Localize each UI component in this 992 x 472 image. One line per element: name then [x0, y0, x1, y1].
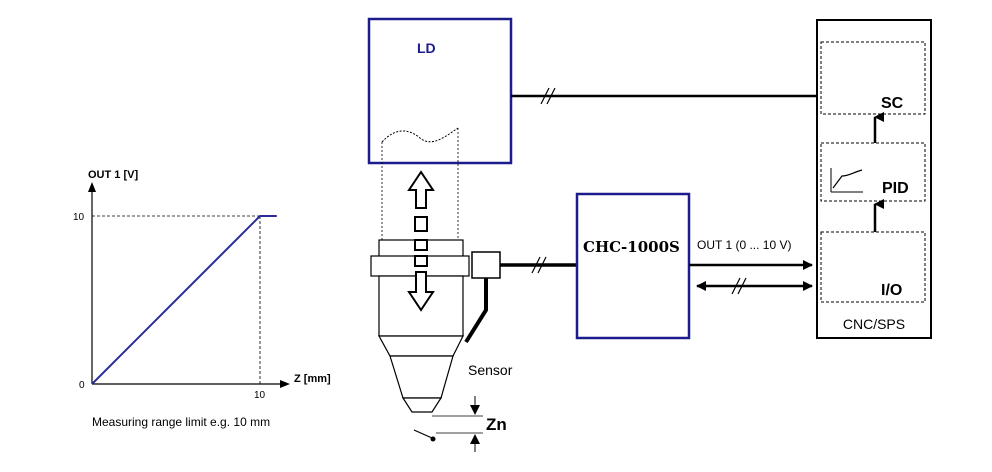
pid-response-icon [830, 168, 863, 193]
pid-block [820, 142, 926, 202]
io-break-2 [737, 277, 747, 295]
workpiece-dot [430, 436, 436, 442]
sensor-nozzle [389, 355, 454, 399]
ld-link-break-1 [540, 87, 550, 105]
down-arrow-icon [407, 271, 435, 312]
sensor-label: Sensor [468, 362, 513, 378]
x-axis-arrow [280, 380, 290, 388]
ld-label: LD [417, 40, 436, 56]
sc-block [820, 41, 926, 115]
cable-break-1 [531, 256, 541, 274]
sensor-shoulder [377, 335, 464, 357]
up-arrow-icon [407, 170, 435, 209]
beam-wave [381, 127, 459, 143]
controller-unit: CHC-1000S [575, 192, 691, 340]
controller-box [575, 192, 691, 340]
controller-label: CHC-1000S [583, 238, 680, 256]
cnc-title: CNC/SPS [843, 316, 905, 332]
x-axis-label: Z [mm] [294, 373, 331, 385]
ld-link-break-2 [546, 87, 556, 105]
arrow-segment-1 [414, 216, 428, 232]
arrow-segment-3 [414, 255, 428, 267]
cnc-box [816, 19, 932, 339]
io-break-1 [731, 277, 741, 295]
cable-break-2 [537, 256, 547, 274]
characteristic-chart: OUT 1 [V] Z [mm] 0 10 10 Measuring range… [73, 169, 331, 429]
y-tick-10: 10 [73, 212, 85, 223]
pid-label: PID [882, 180, 909, 197]
io-label: I/O [881, 282, 902, 299]
sensor-head: Sensor Zn [370, 170, 513, 452]
sensor-cable [464, 278, 488, 344]
y-axis-arrow [88, 182, 96, 192]
sensor-tip [401, 397, 443, 413]
output-label: OUT 1 (0 ... 10 V) [697, 238, 791, 252]
io-block [820, 231, 926, 303]
x-tick-10: 10 [254, 390, 266, 401]
zn-label: Zn [486, 415, 507, 434]
sensor-connector [471, 251, 501, 279]
ld-unit: LD [367, 17, 513, 240]
ld-box [367, 17, 513, 165]
arrow-segment-2 [414, 239, 428, 251]
y-tick-0: 0 [79, 380, 85, 391]
chart-series-line [91, 215, 277, 385]
cnc-unit: SC PID I/O CNC/SPS [816, 19, 932, 339]
sc-label: SC [881, 95, 904, 112]
chart-caption: Measuring range limit e.g. 10 mm [92, 415, 270, 429]
y-axis-label: OUT 1 [V] [88, 169, 138, 181]
workpiece-line [413, 429, 433, 439]
